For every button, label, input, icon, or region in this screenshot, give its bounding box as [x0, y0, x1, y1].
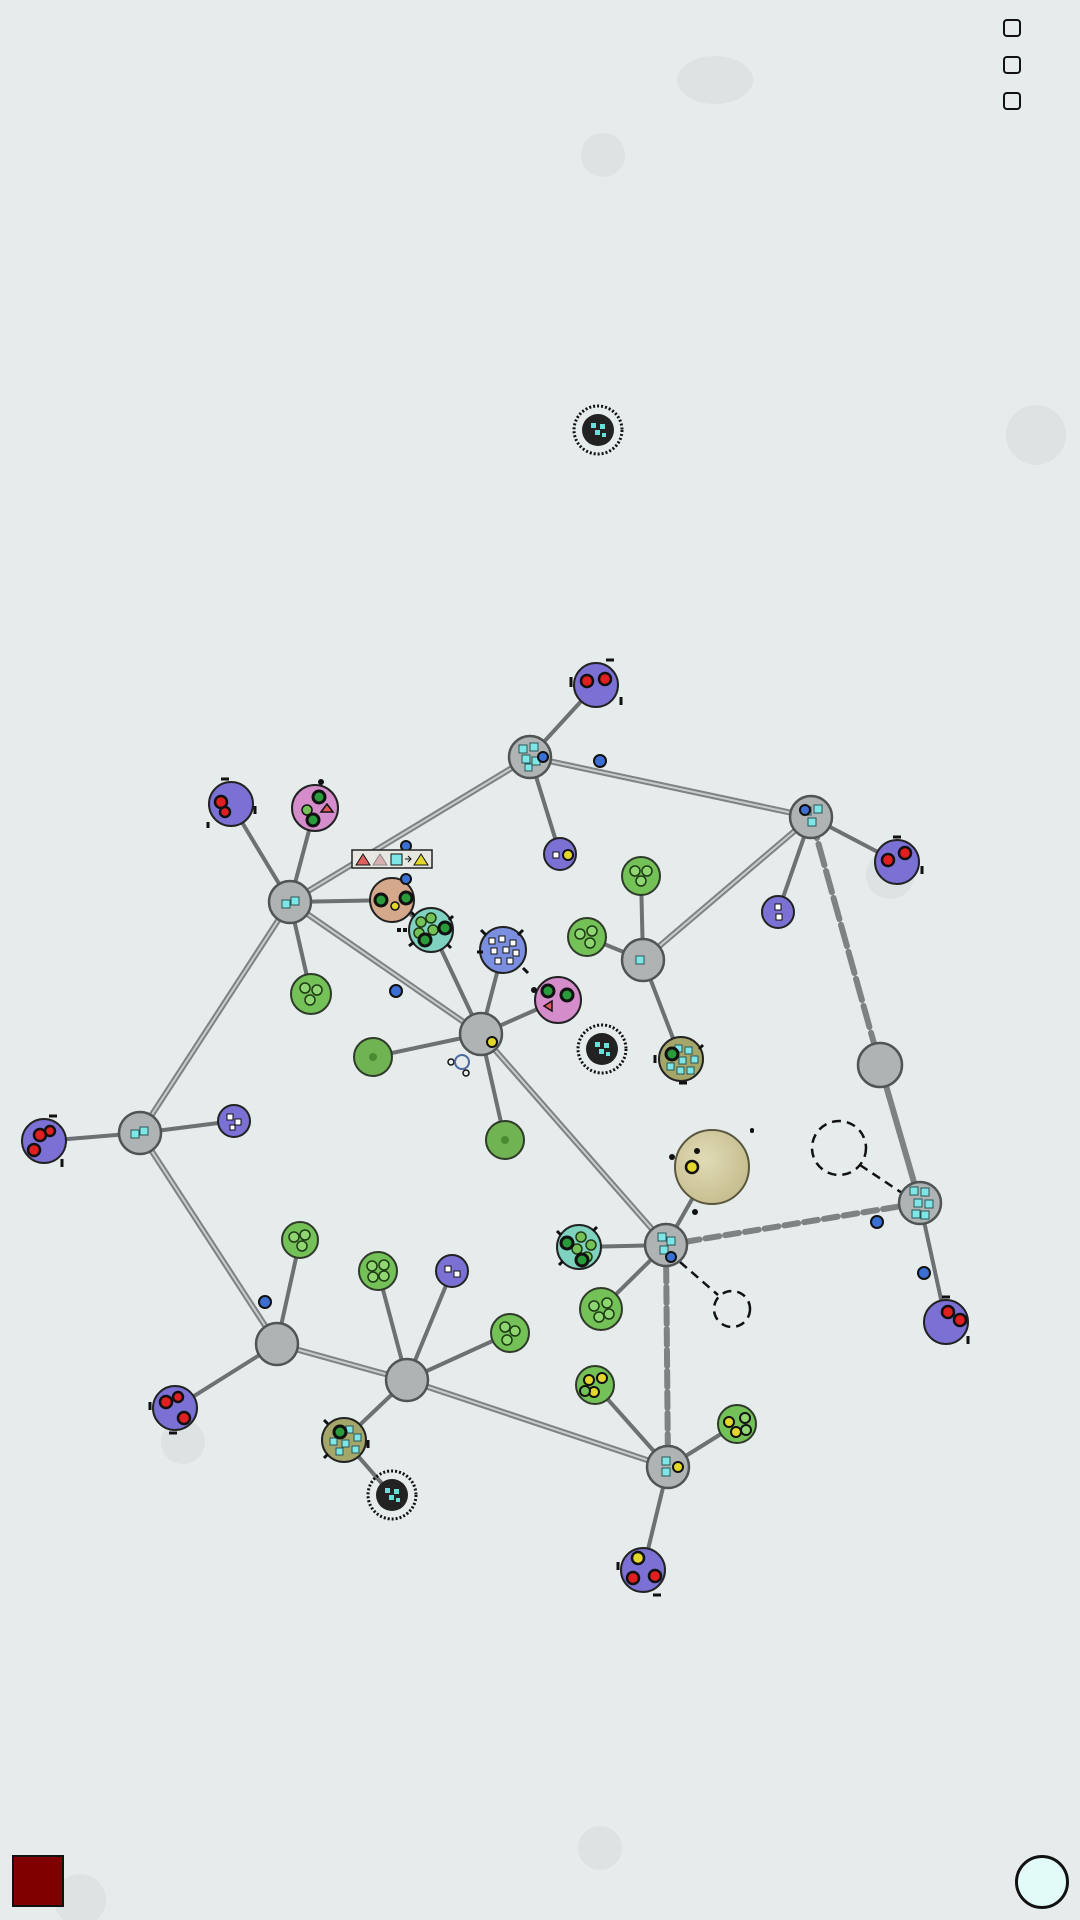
orb-button[interactable]: [1015, 1855, 1069, 1909]
green-cell: [567, 917, 607, 957]
purple-cell: [21, 1114, 67, 1167]
hub-bottom-right: [645, 1444, 691, 1490]
green-cell: [621, 856, 661, 896]
olive-cells[interactable]: [321, 1036, 705, 1463]
green-cells[interactable]: [281, 856, 757, 1444]
green-cell: [717, 1404, 757, 1444]
green-cell-plain: [353, 1037, 393, 1077]
network-links: [137, 754, 923, 1470]
purple-cell: [206, 777, 257, 828]
hub-markers: [486, 751, 811, 1473]
purple-cells[interactable]: [21, 658, 970, 1597]
purple-cell: [569, 658, 623, 708]
olive-cell: [321, 1417, 370, 1463]
teal-cells[interactable]: [408, 907, 602, 1270]
tan-processor[interactable]: [669, 1129, 754, 1215]
crowded-purple-cell: [477, 926, 530, 975]
virus-blobs[interactable]: [366, 404, 628, 1521]
small-purple-cell: [217, 1104, 251, 1138]
small-purple-cell: [543, 837, 577, 871]
virus-blob: [366, 1469, 418, 1521]
purple-cell: [923, 1295, 970, 1345]
toggle-checkbox-3[interactable]: [1003, 92, 1021, 110]
green-cell: [358, 1251, 398, 1291]
green-cell: [281, 1221, 319, 1259]
build-placeholders[interactable]: [679, 1119, 906, 1329]
green-cell: [575, 1365, 615, 1405]
hub-top-right: [788, 794, 834, 840]
orange-cell[interactable]: [369, 873, 415, 923]
purple-cell: [874, 835, 924, 885]
toggle-checkbox-2[interactable]: [1003, 56, 1021, 74]
virus-blob: [576, 1023, 628, 1075]
recipe-card: [351, 849, 433, 869]
pink-cells[interactable]: [291, 779, 582, 1024]
virus-blob: [572, 404, 624, 456]
hub-bottom-left: [254, 1321, 300, 1367]
olive-cell: [653, 1036, 705, 1085]
build-slot-lower: [712, 1289, 752, 1329]
link-highlights: [139, 756, 812, 1468]
hub-cargo: [130, 742, 934, 1477]
pink-cell: [291, 779, 339, 832]
build-slot-right: [810, 1119, 868, 1177]
hub-center: [458, 1011, 504, 1057]
teal-cell: [408, 907, 455, 953]
purple-cell: [616, 1547, 666, 1597]
stop-button[interactable]: [12, 1855, 64, 1907]
hub-bottom-center: [384, 1357, 430, 1403]
particles: [258, 754, 931, 1309]
green-cell: [579, 1287, 623, 1331]
small-purple-cell: [435, 1254, 469, 1288]
small-purple-cell: [761, 895, 795, 929]
toggle-checkbox-1[interactable]: [1003, 19, 1021, 37]
hub-right-mid: [856, 1041, 904, 1089]
pink-cell: [531, 976, 582, 1024]
small-purple-cells[interactable]: [217, 837, 795, 1288]
green-cell: [490, 1313, 530, 1353]
debris: [397, 928, 754, 1154]
green-cell-plain: [485, 1120, 525, 1160]
purple-cell: [148, 1385, 198, 1435]
green-cell: [290, 973, 332, 1015]
teal-cell: [555, 1224, 602, 1270]
